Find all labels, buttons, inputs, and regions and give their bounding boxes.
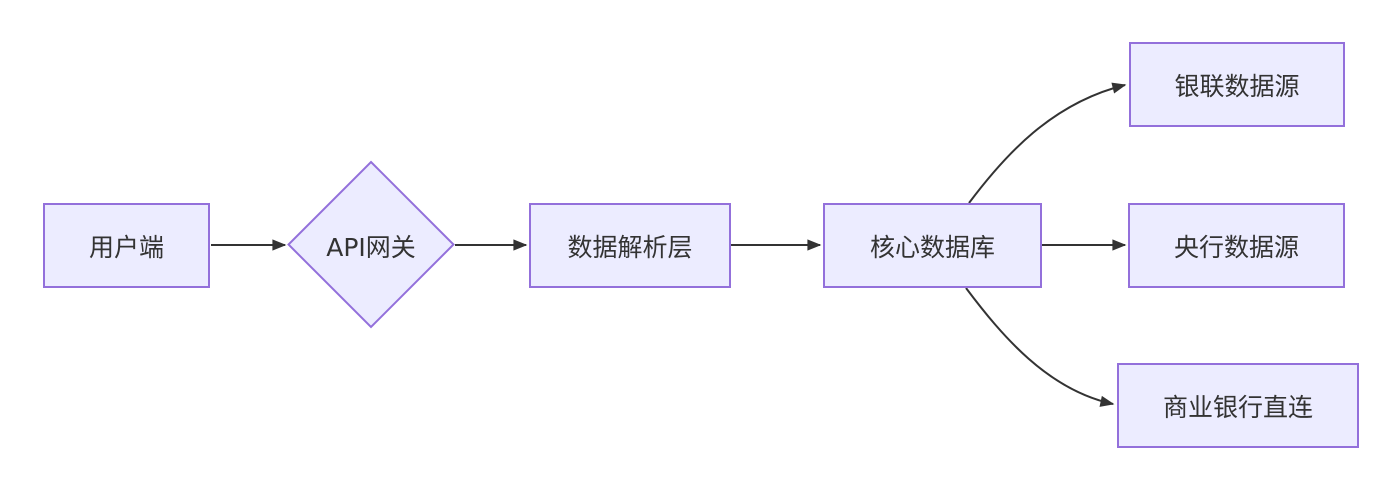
node-parser: 数据解析层 [529,203,731,288]
node-client: 用户端 [43,203,210,288]
node-central-bank-label: 央行数据源 [1173,232,1299,262]
node-core-db-label: 核心数据库 [869,232,995,262]
node-gateway: API网关 [288,203,454,288]
node-unionpay: 银联数据源 [1129,42,1345,127]
node-commercial-label: 商业银行直连 [1162,392,1313,422]
node-central-bank: 央行数据源 [1128,203,1345,288]
node-commercial: 商业银行直连 [1117,363,1359,448]
edge-core-db-to-commercial [965,287,1115,407]
node-client-label: 用户端 [88,232,164,262]
node-unionpay-label: 银联数据源 [1174,71,1300,101]
node-gateway-diamond-shape [287,160,455,329]
node-gateway-label: API网关 [326,232,416,262]
node-core-db: 核心数据库 [823,203,1042,288]
edge-core-db-to-unionpay [968,82,1127,204]
node-parser-label: 数据解析层 [567,232,693,262]
